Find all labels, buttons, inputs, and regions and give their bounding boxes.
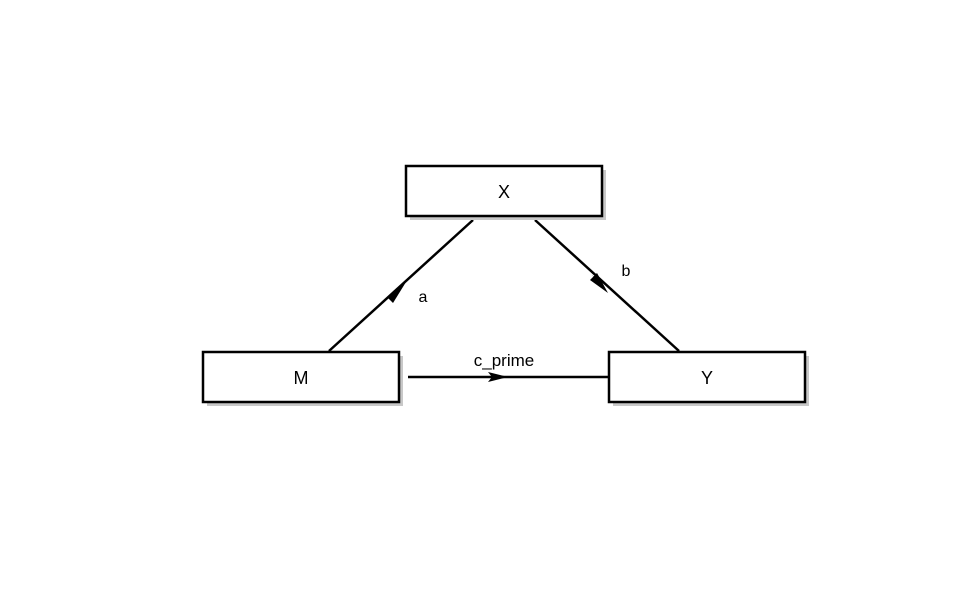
- edge-b-line: [534, 219, 680, 352]
- edge-a-label: a: [419, 289, 428, 306]
- edge-a-arrowhead: [387, 282, 406, 303]
- node-x-box: [404, 164, 604, 218]
- node-y-label: Y: [701, 368, 713, 388]
- edge-a-line: [328, 219, 474, 352]
- node-y-box: [607, 350, 807, 404]
- edge-c-prime-arrowhead: [488, 372, 508, 382]
- edge-b: [534, 219, 680, 352]
- edge-c-prime-label: c_prime: [474, 351, 534, 370]
- node-x-label: X: [498, 182, 510, 202]
- node-m: M: [201, 350, 403, 406]
- node-m-box: [201, 350, 401, 404]
- node-x: X: [404, 164, 606, 220]
- edge-b-label: b: [622, 263, 631, 280]
- node-m-label: M: [294, 368, 309, 388]
- node-y: Y: [607, 350, 809, 406]
- edge-c-prime: [408, 372, 609, 382]
- edge-b-arrowhead: [590, 273, 608, 293]
- edge-a: [328, 219, 474, 352]
